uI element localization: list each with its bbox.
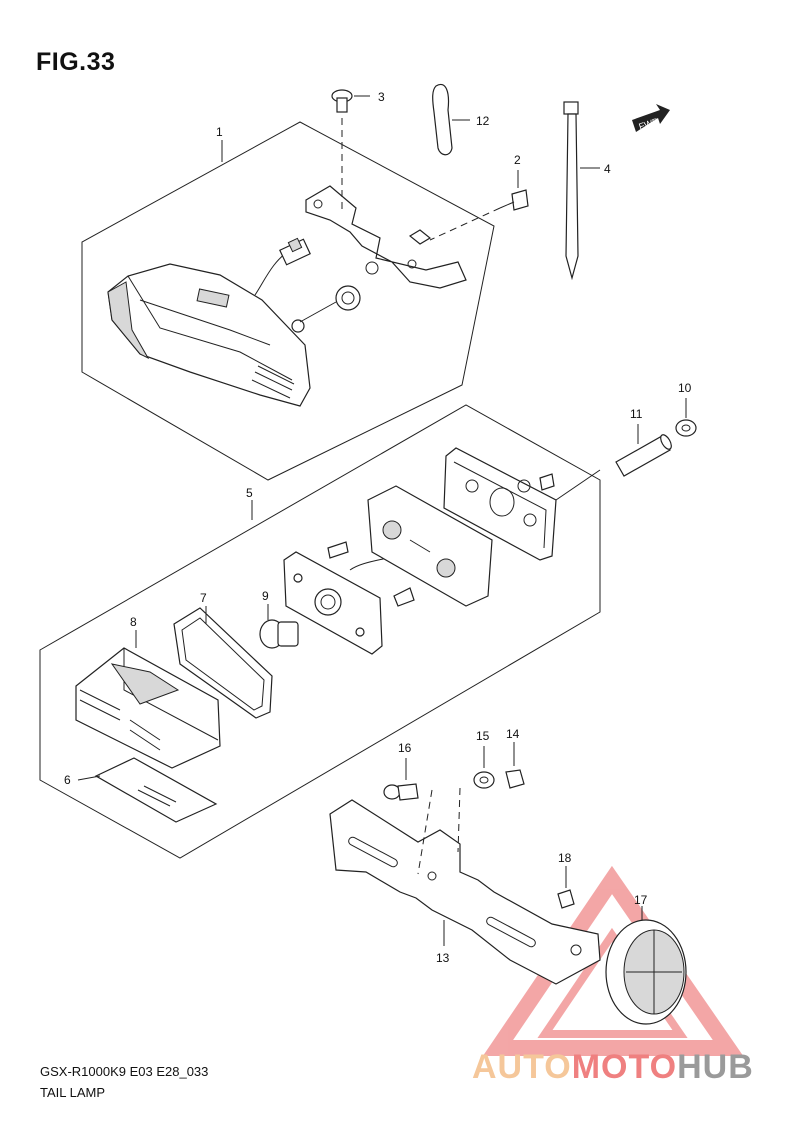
bolt-16 [383,758,433,875]
fwd-arrow: FWD [632,104,670,132]
watermark-hub: HUB [677,1048,754,1086]
screw-3 [331,89,370,214]
plate-6 [94,757,218,823]
callout-7: 7 [200,591,207,605]
socket-housing [283,541,415,655]
watermark-moto: MOTO [571,1048,678,1086]
callout-10: 10 [678,381,692,395]
callout-4: 4 [604,162,611,176]
figure-title: FIG.33 [36,48,116,76]
nut-14 [505,742,525,789]
callout-15: 15 [476,729,490,743]
callout-17: 17 [634,893,648,907]
washer-15 [457,746,495,853]
bolt-2 [429,170,529,241]
bulb-9 [259,619,299,649]
bracket-13 [329,799,601,985]
callout-14: 14 [506,727,520,741]
callout-8: 8 [130,615,137,629]
callout-11: 11 [630,407,643,421]
callout-18: 18 [558,851,572,865]
gasket-7 [173,607,273,719]
group-box-5 [39,404,601,859]
lens-8 [75,647,221,769]
mounting-bracket [305,185,467,289]
callout-9: 9 [262,589,269,603]
housing-frame [367,485,493,607]
callout-13: 13 [436,951,450,965]
callout-1: 1 [216,125,223,139]
cable-tie-4 [563,101,600,281]
group-box-1 [81,121,495,481]
callout-16: 16 [398,741,412,755]
callout-5: 5 [246,486,253,500]
clip-12 [432,83,470,156]
model-code: GSX-R1000K9 E03 E28_033 [40,1064,209,1079]
nut-18 [557,866,575,909]
nut-10 [675,398,697,437]
watermark-auto: AUTO [472,1048,572,1086]
callout-12: 12 [476,114,490,128]
callout-3: 3 [378,90,385,104]
spacer-11 [615,424,672,477]
part-name: TAIL LAMP [40,1085,106,1100]
callout-6: 6 [64,773,71,787]
callout-2: 2 [514,153,521,167]
tail-lamp-assembly [107,237,361,407]
reflector-17 [605,906,687,1025]
gasket-plate [443,447,557,561]
watermark-logo: AUTOMOTOHUB [472,1048,754,1087]
